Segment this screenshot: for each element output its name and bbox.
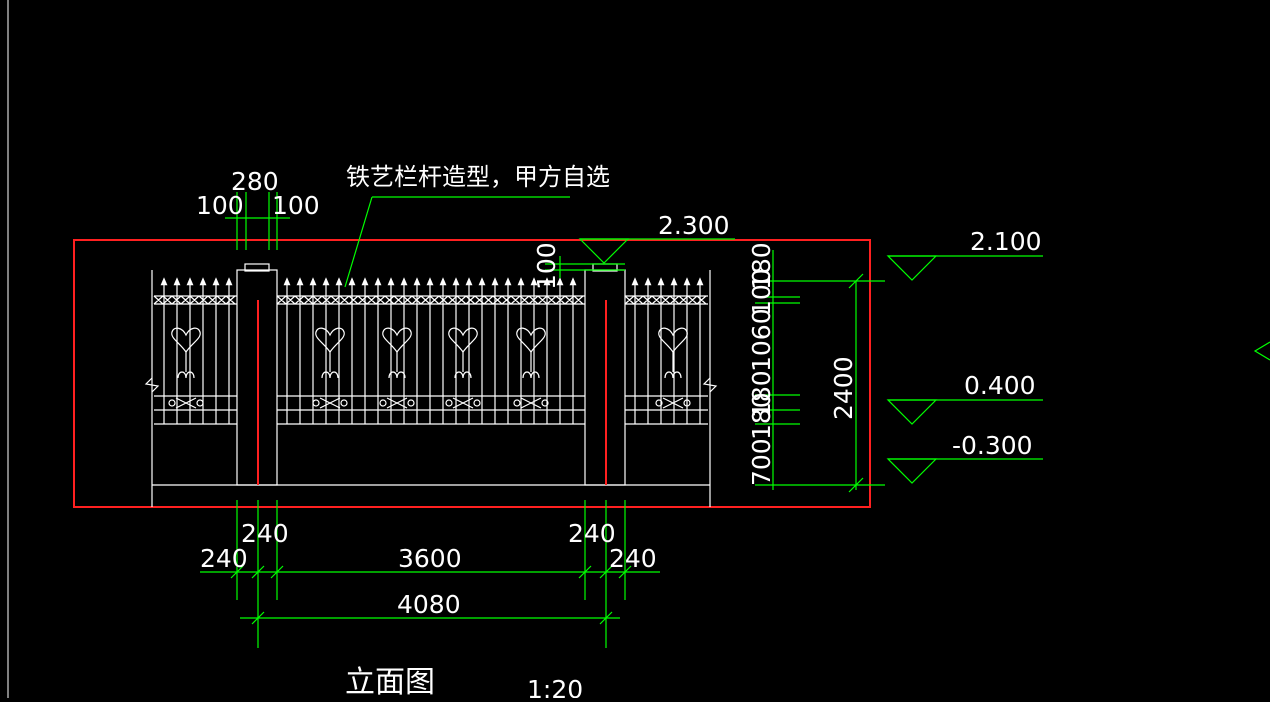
iron-railing	[153, 277, 708, 425]
right-dim-label: 180	[747, 370, 776, 418]
elevation-0400: 0.400	[964, 371, 1036, 400]
right-dim-label: 700	[747, 438, 776, 486]
dim-span: 3600	[398, 544, 462, 573]
cursor-arrow-icon	[1253, 341, 1270, 361]
right-dim-label: 1060	[747, 308, 776, 372]
top-dimension	[225, 192, 290, 250]
dim-overall: 4080	[397, 590, 461, 619]
elevation-marker-top	[545, 238, 735, 278]
dim-top-left: 100	[196, 191, 244, 220]
dim-pier-left-inner: 240	[241, 519, 289, 548]
elevation-2100: 2.100	[970, 227, 1042, 256]
left-pier	[236, 263, 278, 486]
dim-pier-right-outer: 240	[609, 544, 657, 573]
right-dim-label: 180	[747, 392, 776, 440]
elevation-minus-0300: -0.300	[952, 431, 1033, 460]
dim-pier-left-outer: 240	[200, 544, 248, 573]
selection-box[interactable]	[73, 239, 871, 508]
right-pier	[584, 263, 626, 486]
break-mark-right	[702, 377, 718, 393]
elevation-markers-right	[886, 255, 1043, 484]
dim-pier-right-inner: 240	[568, 519, 616, 548]
break-mark-left	[144, 377, 160, 393]
right-dim-label: 100	[747, 268, 776, 316]
dim-top-right: 100	[272, 191, 320, 220]
fence-base	[151, 270, 711, 507]
drawing-scale: 1:20	[527, 675, 583, 698]
dim-cap: 100	[532, 242, 561, 290]
right-dimension-chain	[755, 250, 885, 493]
railing-note: 铁艺栏杆造型，甲方自选	[346, 163, 610, 191]
dim-total-height: 2400	[829, 356, 858, 420]
dim-top-overall: 280	[231, 167, 279, 196]
annotation-leader	[344, 196, 570, 288]
right-dim-label: 180	[747, 242, 776, 290]
elevation-top: 2.300	[658, 211, 730, 240]
bottom-dimensions	[200, 500, 660, 648]
drawing-title: 立面图	[345, 665, 435, 698]
